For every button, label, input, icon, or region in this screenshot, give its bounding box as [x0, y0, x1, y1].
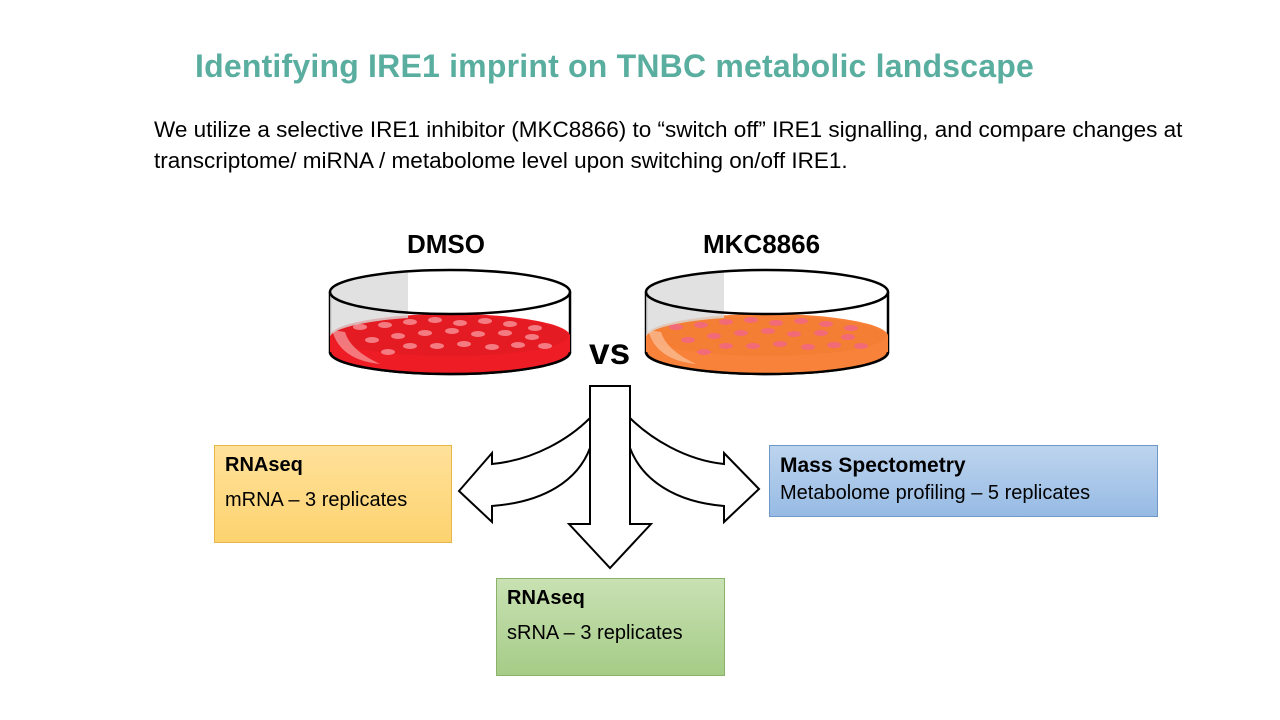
slide-subtitle: We utilize a selective IRE1 inhibitor (M… [154, 117, 1183, 173]
arrow-down [566, 385, 654, 570]
srna-box-title: RNAseq [507, 587, 585, 609]
ms-box-title: Mass Spectometry [780, 454, 966, 477]
mrna-box-text: mRNA – 3 replicates [225, 489, 408, 511]
slide-title: Identifying IRE1 imprint on TNBC metabol… [195, 48, 1034, 84]
split-arrow [457, 385, 761, 570]
srna-rnaseq-box: RNAseq sRNA – 3 replicates [496, 578, 725, 676]
mass-spectrometry-box: Mass Spectometry Metabolome profiling – … [769, 445, 1158, 517]
dmso-petri-dish [328, 268, 572, 376]
mrna-rnaseq-box: RNAseq mRNA – 3 replicates [214, 445, 452, 543]
mrna-box-title: RNAseq [225, 454, 303, 476]
ms-box-text: Metabolome profiling – 5 replicates [780, 482, 1091, 504]
dmso-label: DMSO [407, 229, 485, 259]
arrow-left [457, 415, 591, 525]
mkc8866-petri-dish [644, 268, 890, 376]
vs-label: vs [589, 331, 631, 372]
mkc8866-label: MKC8866 [703, 229, 821, 259]
srna-box-text: sRNA – 3 replicates [507, 622, 683, 644]
arrow-right [629, 415, 761, 525]
